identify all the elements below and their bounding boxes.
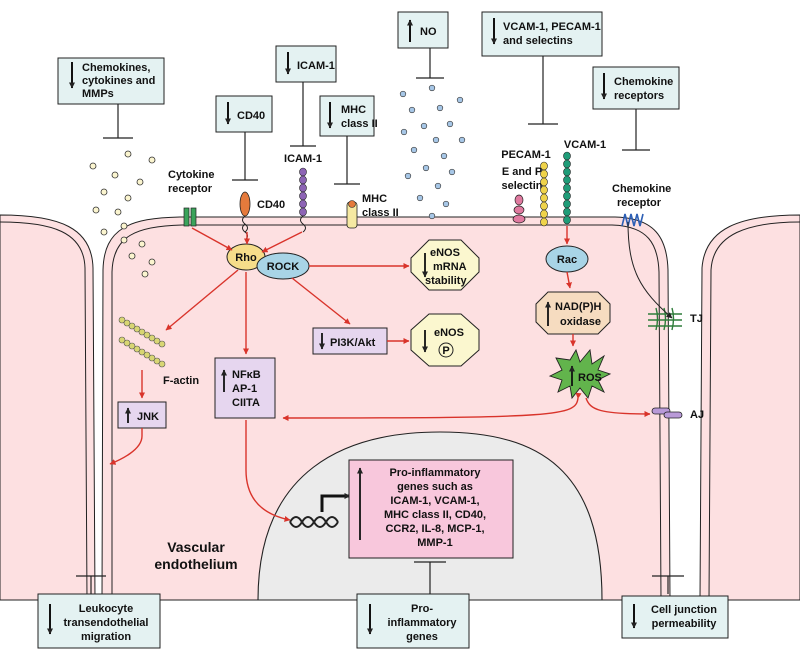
ros-burst: ROS: [548, 348, 612, 400]
adherens-junction: AJ: [651, 407, 704, 421]
icam1-receptor: ICAM-1: [284, 153, 322, 233]
enos-phospho-label: eNOS: [434, 327, 464, 339]
box-proinflammatory: Pro- inflammatory genes: [356, 593, 470, 649]
ep-selectin-line-2: selectin: [502, 180, 543, 192]
box-chemokines: Chemokines, cytokines and MMPs: [57, 57, 165, 105]
chemokine-receptor-line-2: receptor: [617, 197, 662, 209]
leukocyte-line-3: migration: [81, 631, 131, 643]
signal-arrows: [109, 221, 673, 522]
proinflammatory-line-3: genes: [406, 631, 438, 643]
icam1-label: ICAM-1: [284, 153, 322, 165]
vcam1-label: VCAM-1: [564, 139, 606, 151]
box-cd40: CD40: [215, 95, 273, 133]
ros-label: ROS: [578, 372, 602, 384]
leukocyte-line-1: Leukocyte: [79, 603, 133, 615]
no-particles: [399, 84, 466, 220]
nadph-line-2: oxidase: [560, 316, 601, 328]
cell-left: [0, 214, 96, 601]
icam1-box-label: ICAM-1: [297, 60, 335, 72]
genes-line-4: MHC class II, CD40,: [384, 509, 486, 521]
pecam1-label: PECAM-1: [501, 149, 551, 161]
enos-stability-line-3: stability: [425, 275, 467, 287]
box-icam1: ICAM-1: [275, 45, 337, 83]
box-vcam: VCAM-1, PECAM-1 and selectins: [481, 11, 603, 57]
jnk: JNK: [117, 401, 167, 429]
rac: Rac: [545, 245, 589, 273]
nfkb-line-3: CIITA: [232, 397, 260, 409]
proinflammatory-line-2: inflammatory: [387, 617, 457, 629]
tight-junction: TJ: [648, 307, 703, 331]
cd40-receptor-label: CD40: [257, 199, 285, 211]
dna: [289, 493, 351, 528]
tj-label: TJ: [690, 313, 703, 325]
vcam-box-line-2: and selectins: [503, 35, 573, 47]
box-junction: Cell junction permeability: [621, 595, 729, 639]
enos-stability: eNOS mRNA stability: [410, 239, 480, 291]
jnk-label: JNK: [137, 411, 159, 423]
chemokine-particles: [89, 150, 156, 278]
genes-line-5: CCR2, IL-8, MCP-1,: [385, 523, 484, 535]
inhibition-lines-top: [103, 48, 650, 185]
cd40-box-label: CD40: [237, 110, 265, 122]
chemokine-receptors-line-2: receptors: [614, 90, 664, 102]
box-mhc: MHC class II: [319, 95, 378, 137]
no-box-label: NO: [420, 26, 437, 38]
nadph-oxidase: NAD(P)H oxidase: [535, 291, 611, 335]
cytokine-receptor-line-2: receptor: [168, 183, 213, 195]
pi3k-label: PI3K/Akt: [330, 337, 376, 349]
vcam-box-line-1: VCAM-1, PECAM-1: [503, 21, 601, 33]
chemokine-receptors-line-1: Chemokine: [614, 76, 673, 88]
nfkb-box: NFκB AP-1 CIITA: [214, 357, 276, 419]
junction-line-1: Cell junction: [651, 604, 717, 616]
rock-label: ROCK: [267, 261, 299, 273]
genes-box: Pro-inflammatory genes such as ICAM-1, V…: [348, 459, 514, 559]
genes-line-1: Pro-inflammatory: [389, 467, 481, 479]
f-actin-label: F-actin: [163, 375, 199, 387]
cytokine-receptor: Cytokine receptor: [168, 169, 214, 227]
cytokine-receptor-line-1: Cytokine: [168, 169, 214, 181]
genes-line-6: MMP-1: [417, 537, 452, 549]
chemokines-line-3: MMPs: [82, 88, 114, 100]
mhc-receptor: MHC class II: [346, 193, 399, 229]
box-no: NO: [397, 11, 449, 49]
f-actin: F-actin: [118, 316, 199, 387]
rho-label: Rho: [235, 252, 257, 264]
inhibition-lines-bottom: [76, 561, 684, 610]
rho-rock: Rho ROCK: [226, 243, 310, 280]
junction-line-2: permeability: [652, 618, 718, 630]
cell-right: [699, 214, 800, 601]
chemokines-line-1: Chemokines,: [82, 62, 150, 74]
enos-phospho: eNOS P: [410, 313, 480, 367]
aj-label: AJ: [690, 409, 704, 421]
mhc-label-line-2: class II: [362, 207, 399, 219]
chemokines-line-2: cytokines and: [82, 75, 155, 87]
box-chemokine-receptors: Chemokine receptors: [592, 66, 680, 110]
mhc-label-line-1: MHC: [362, 193, 387, 205]
nfkb-line-1: NFκB: [232, 369, 261, 381]
chemokine-receptor: Chemokine receptor: [612, 183, 671, 227]
nfkb-line-2: AP-1: [232, 383, 257, 395]
vcam1-receptor: VCAM-1: [563, 139, 606, 225]
proinflammatory-line-1: Pro-: [411, 603, 433, 615]
nadph-line-1: NAD(P)H: [555, 301, 601, 313]
enos-stability-line-2: mRNA: [433, 261, 467, 273]
phosphate-label: P: [442, 345, 449, 357]
vascular-line-2: endothelium: [154, 556, 237, 572]
ep-selectin-line-1: E and P: [502, 166, 542, 178]
box-leukocyte: Leukocyte transendothelial migration: [37, 593, 161, 649]
enos-stability-line-1: eNOS: [430, 247, 460, 259]
genes-line-3: ICAM-1, VCAM-1,: [390, 495, 479, 507]
pecam1-receptor: PECAM-1: [501, 149, 551, 227]
vascular-line-1: Vascular: [167, 539, 225, 555]
pi3k-akt: PI3K/Akt: [312, 327, 388, 355]
mhc-box-line-1: MHC: [341, 104, 366, 116]
leukocyte-line-2: transendothelial: [64, 617, 149, 629]
ep-selectin: E and P selectin: [502, 166, 543, 224]
rac-label: Rac: [557, 254, 577, 266]
mhc-box-line-2: class II: [341, 118, 378, 130]
genes-line-2: genes such as: [397, 481, 473, 493]
chemokine-receptor-line-1: Chemokine: [612, 183, 671, 195]
